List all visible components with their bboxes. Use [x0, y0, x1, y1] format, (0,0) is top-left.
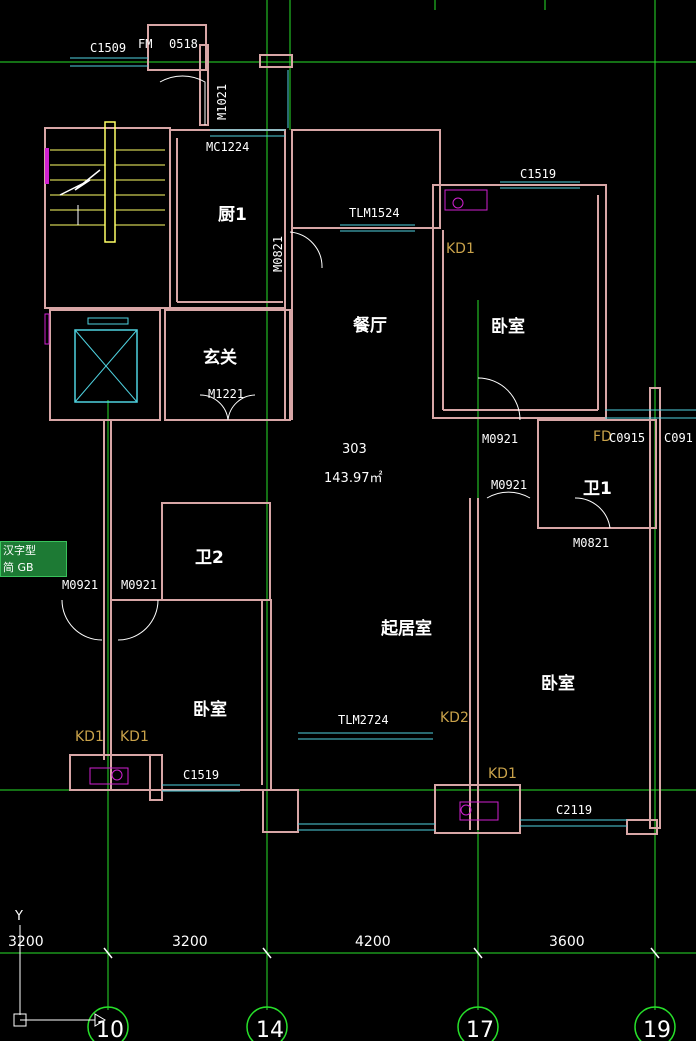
- fixtures: [44, 148, 499, 821]
- opening-0518: 0518: [169, 37, 198, 51]
- opening-c0915-b: C091: [664, 431, 693, 445]
- ucs-icon: [13, 925, 106, 1027]
- room-label-bath1: 卫1: [583, 479, 612, 499]
- ac-label-kd1-left-a: KD1: [75, 729, 104, 745]
- opening-m0921-d: M0921: [121, 578, 157, 592]
- room-label-bedroom-sw: 卧室: [193, 699, 227, 720]
- room-label-bedroom-ne: 卧室: [491, 316, 525, 337]
- opening-m1021: M1021: [215, 84, 229, 120]
- opening-c1519-top: C1519: [520, 167, 556, 181]
- opening-fd: FD: [593, 429, 612, 445]
- elevator-symbol: [74, 317, 138, 403]
- opening-c0915-a: C0915: [609, 431, 645, 445]
- opening-mc1224: MC1224: [206, 140, 249, 154]
- ime-toolbar[interactable]: 汉字型 简 GB: [0, 541, 67, 577]
- opening-fm: FM: [138, 37, 152, 51]
- room-label-bedroom-se: 卧室: [541, 673, 575, 694]
- doors: [61, 75, 611, 641]
- dimension-line: [0, 947, 660, 959]
- room-label-bath2: 卫2: [195, 548, 224, 568]
- ime-toolbar-row-2[interactable]: 简 GB: [3, 561, 34, 574]
- opening-tlm2724: TLM2724: [338, 713, 389, 727]
- dimension-label-1: 3200: [8, 934, 44, 950]
- ac-label-kd1-left-b: KD1: [120, 729, 149, 745]
- unit-number: 303: [342, 442, 367, 457]
- axis-label-19: 19: [643, 1018, 671, 1041]
- walls: [44, 24, 661, 835]
- opening-m0821-a: M0821: [271, 236, 285, 272]
- dimension-label-4: 3600: [549, 934, 585, 950]
- room-label-kitchen: 厨1: [218, 205, 247, 225]
- axis-label-14: 14: [256, 1018, 284, 1041]
- ac-label-kd2: KD2: [440, 710, 469, 726]
- room-label-dining: 餐厅: [353, 315, 387, 336]
- opening-c1519-bottom: C1519: [183, 768, 219, 782]
- ucs-y-label: Y: [14, 909, 23, 924]
- opening-c2119: C2119: [556, 803, 592, 817]
- axis-label-17: 17: [466, 1018, 494, 1041]
- room-label-foyer: 玄关: [203, 347, 237, 368]
- opening-m0921-a: M0921: [482, 432, 518, 446]
- opening-c1509: C1509: [90, 41, 126, 55]
- dimension-label-2: 3200: [172, 934, 208, 950]
- unit-area: 143.97㎡: [324, 471, 383, 486]
- ac-label-kd1-top: KD1: [446, 241, 475, 257]
- opening-m0921-b: M0921: [491, 478, 527, 492]
- axis-label-10: 10: [96, 1018, 124, 1041]
- dimension-label-3: 4200: [355, 934, 391, 950]
- stair-symbol: [50, 121, 165, 243]
- ime-toolbar-row-1[interactable]: 汉字型: [3, 544, 36, 557]
- opening-m0921-c: M0921: [62, 578, 98, 592]
- windows: [70, 57, 696, 831]
- opening-tlm1524: TLM1524: [349, 206, 400, 220]
- room-label-living: 起居室: [380, 618, 432, 639]
- ac-label-kd1-bottom: KD1: [488, 766, 517, 782]
- opening-m0821-b: M0821: [573, 536, 609, 550]
- axis-bubbles: [87, 1006, 676, 1041]
- opening-m1221: M1221: [208, 387, 244, 401]
